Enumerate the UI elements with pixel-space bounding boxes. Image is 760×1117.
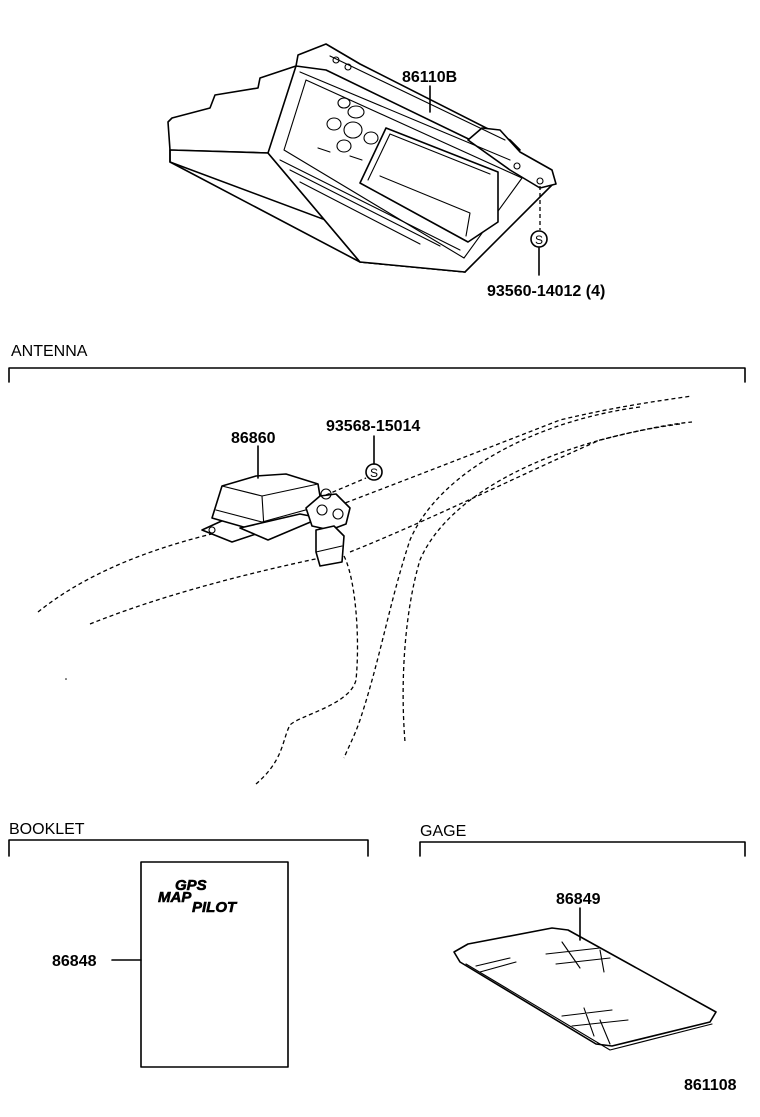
gage-sheet-illustration — [453, 927, 717, 1051]
part-number-antenna: 86860 — [231, 430, 276, 447]
vehicle-body-outline — [37, 395, 693, 785]
svg-text:PILOT: PILOT — [192, 899, 238, 916]
section-label-gage: GAGE — [420, 823, 466, 840]
screw-symbol-antenna: S — [365, 463, 383, 481]
svg-text:S: S — [370, 466, 378, 480]
section-bracket-antenna — [8, 367, 746, 383]
section-label-booklet: BOOKLET — [9, 821, 85, 838]
antenna-module-illustration — [201, 473, 351, 567]
svg-text:S: S — [535, 233, 543, 247]
part-number-antenna-screw: 93568-15014 — [326, 418, 420, 435]
section-bracket-booklet — [8, 839, 369, 857]
svg-text:MAP: MAP — [158, 889, 192, 906]
dash-antenna-screw — [325, 477, 367, 496]
part-number-gage: 86849 — [556, 891, 601, 908]
part-number-booklet: 86848 — [52, 953, 97, 970]
stray-dot — [65, 678, 67, 680]
part-number-screw: 93560-14012 (4) — [487, 283, 605, 300]
monitor-unit-illustration — [167, 43, 557, 273]
svg-text:GPS: GPS — [175, 877, 207, 894]
booklet-cover-illustration — [140, 861, 289, 1068]
part-number-monitor: 86110B — [402, 69, 457, 86]
section-label-antenna: ANTENNA — [11, 343, 88, 360]
section-bracket-gage — [419, 841, 746, 857]
screw-symbol-top: S — [530, 230, 548, 248]
diagram-number: 861108 — [684, 1077, 737, 1094]
booklet-cover-title: GPS MAP PILOT — [158, 877, 239, 917]
